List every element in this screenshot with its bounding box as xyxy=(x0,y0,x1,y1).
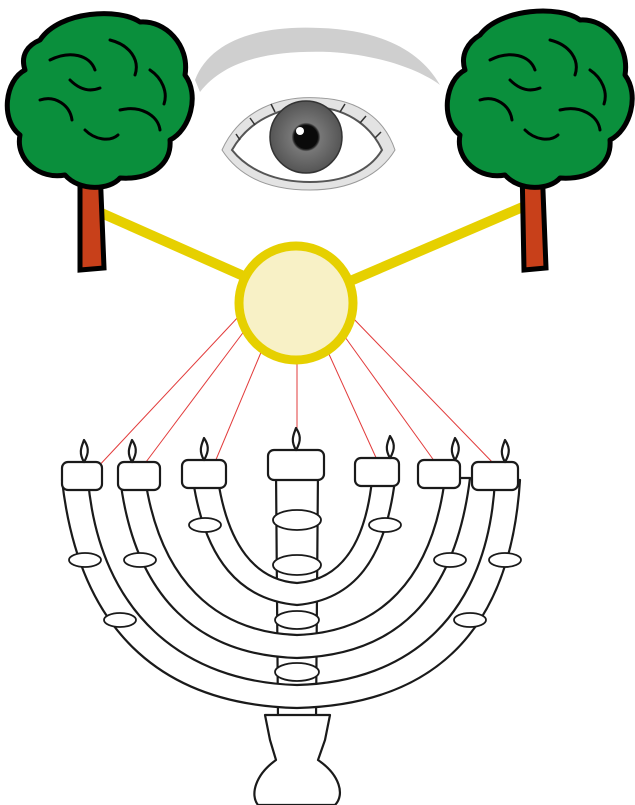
flame-3 xyxy=(201,438,208,460)
menorah-cup-4 xyxy=(268,450,324,480)
menorah-cup-3 xyxy=(182,460,226,488)
ray-5 xyxy=(328,352,378,462)
menorah-cup-6 xyxy=(418,460,460,488)
flame-6 xyxy=(452,438,459,460)
connector-left-tree xyxy=(90,208,248,278)
ray-1 xyxy=(95,315,240,470)
menorah-cup-7 xyxy=(472,462,518,490)
eye-glint xyxy=(296,127,304,135)
menorah-cup-2 xyxy=(118,462,160,490)
ray-2 xyxy=(140,330,245,470)
connector-right-tree xyxy=(348,203,532,282)
eye xyxy=(195,28,440,190)
tree-left xyxy=(7,14,192,270)
flame-4 xyxy=(293,428,300,450)
flame-7 xyxy=(502,440,509,462)
flame-2 xyxy=(129,440,136,462)
flame-1 xyxy=(81,440,88,462)
ray-3 xyxy=(215,350,262,462)
eyebrow xyxy=(195,28,440,92)
menorah-base xyxy=(254,715,340,805)
flame-5 xyxy=(387,436,394,458)
ray-7 xyxy=(350,315,495,465)
menorah-cup-1 xyxy=(62,462,102,490)
menorah-cup-5 xyxy=(355,458,399,486)
central-light-circle xyxy=(239,246,353,360)
menorah xyxy=(62,428,521,805)
